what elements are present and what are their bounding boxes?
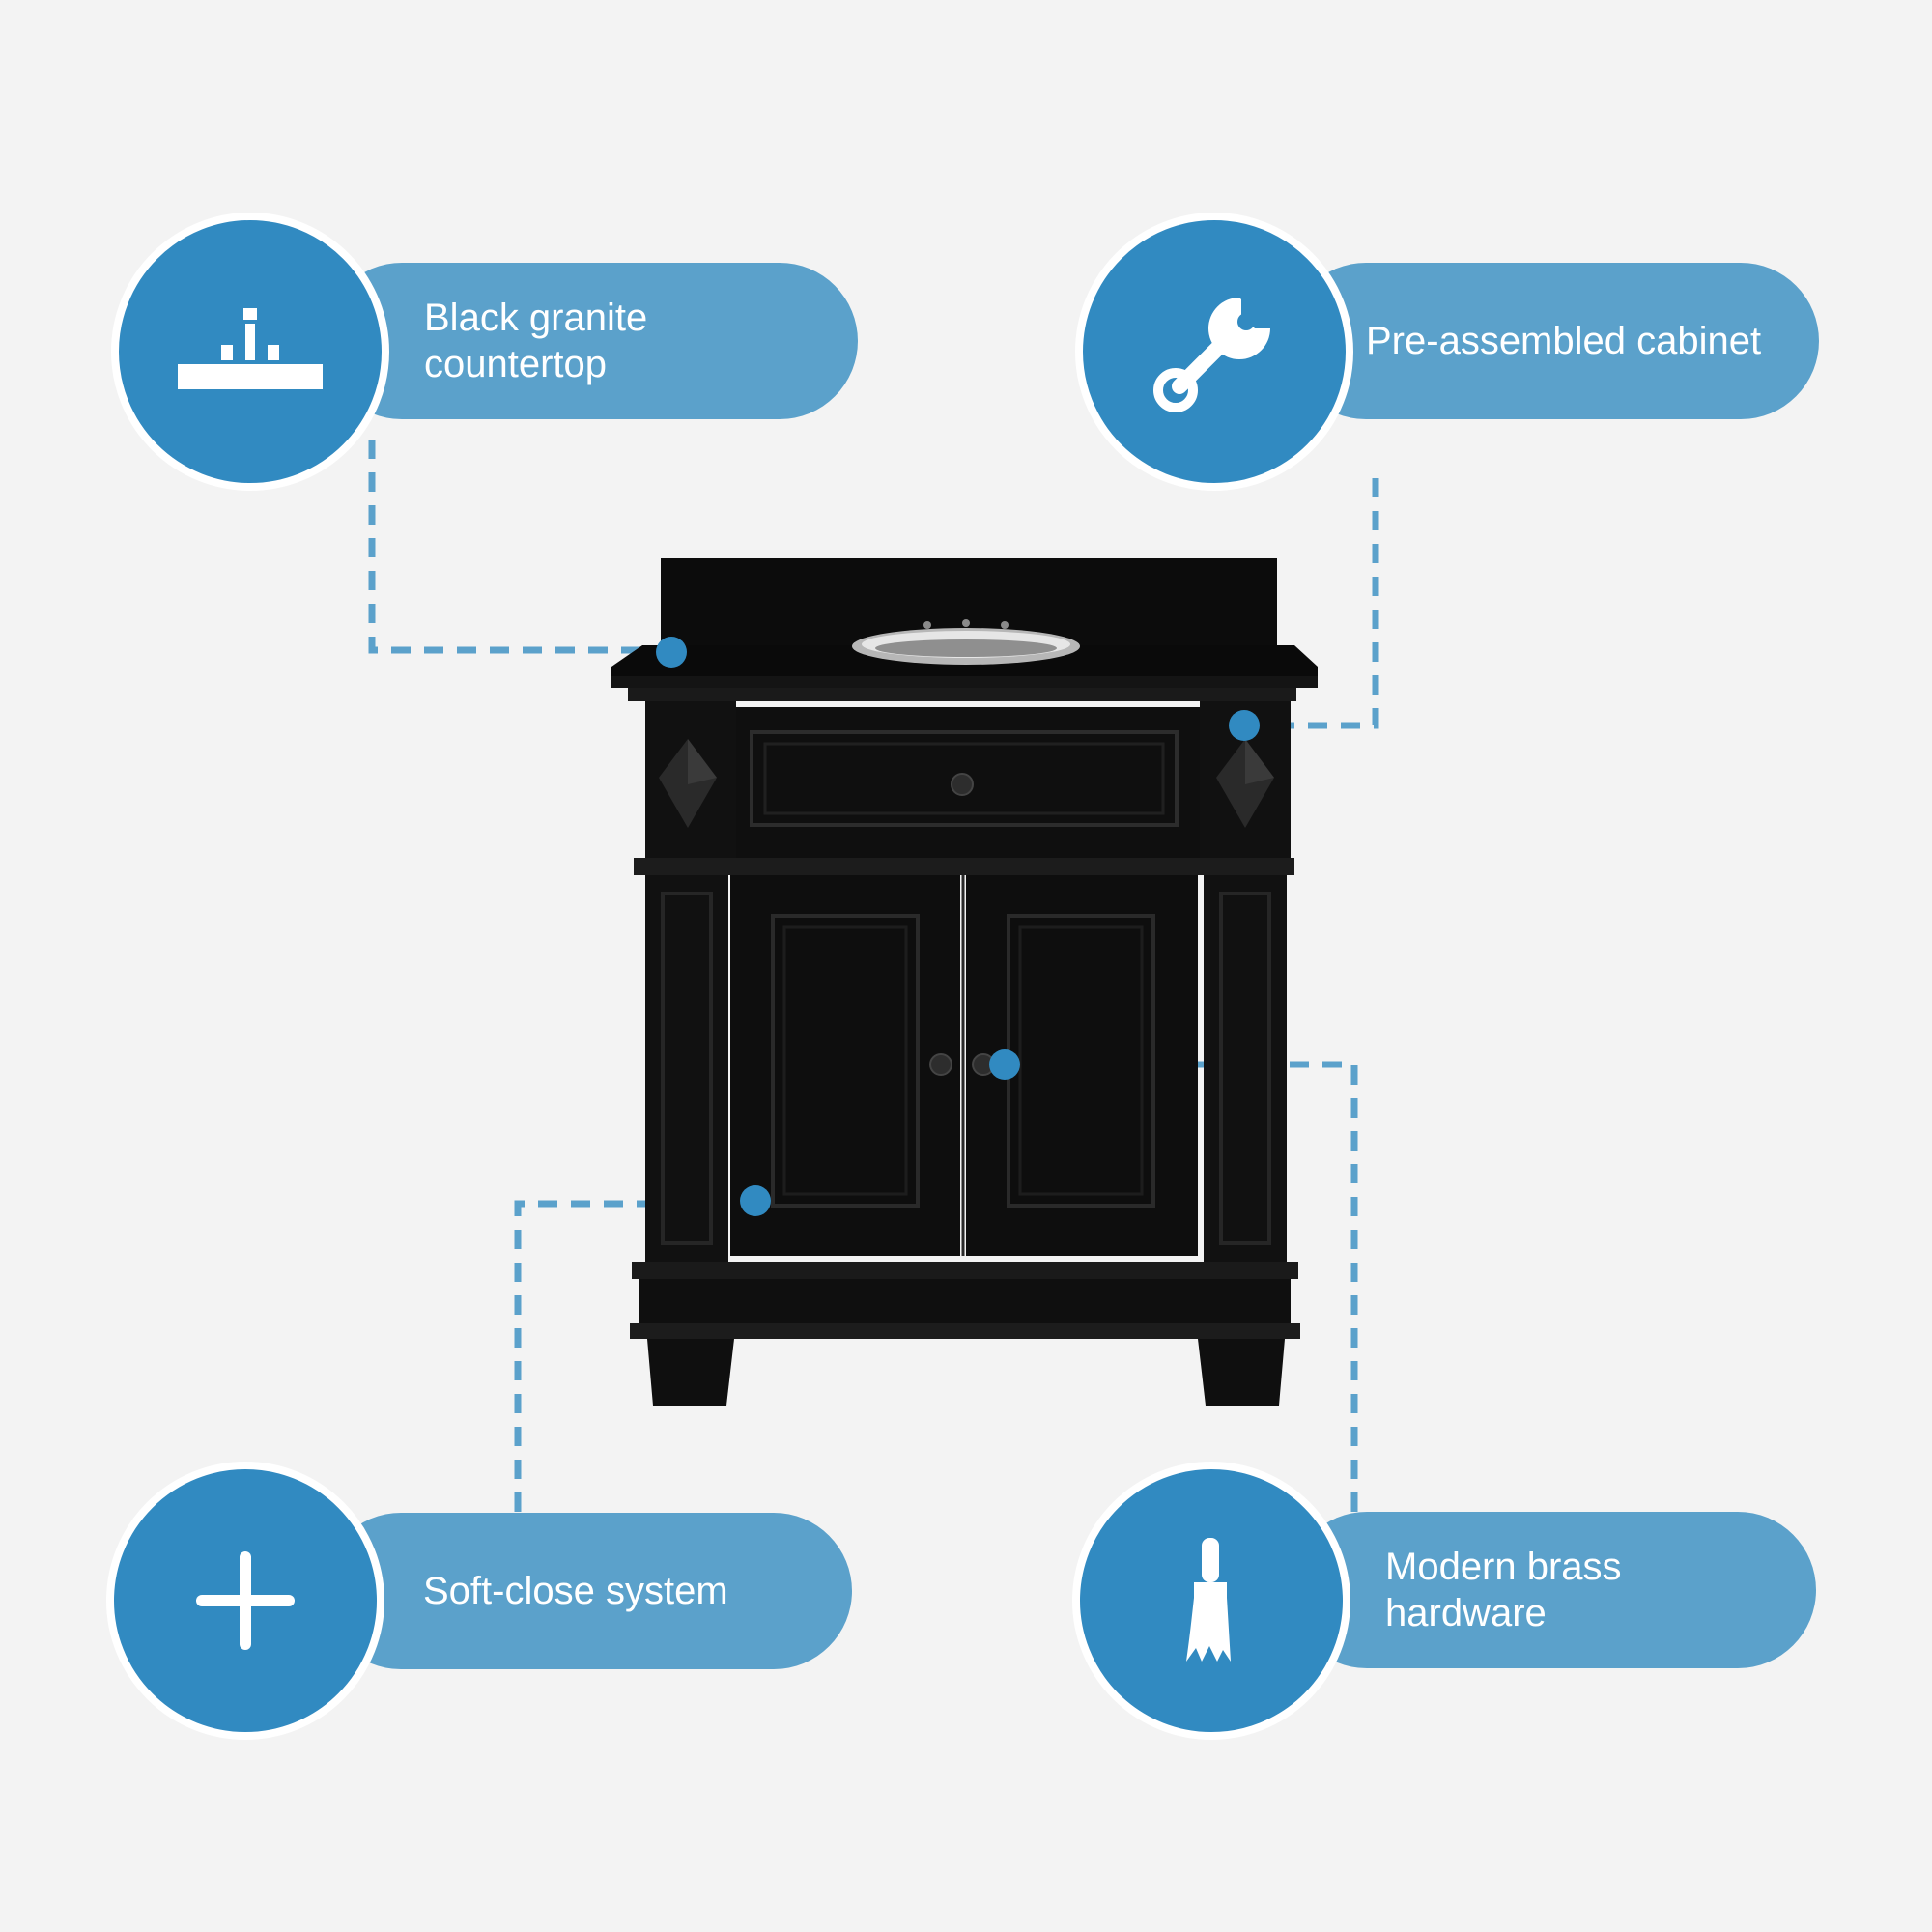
- plus-icon: [196, 1551, 295, 1650]
- feature-label-pill: Pre-assembled cabinet: [1288, 263, 1819, 419]
- paint-brush-icon: [1186, 1538, 1231, 1662]
- feature-label: Soft-close system: [423, 1570, 728, 1612]
- feature-label: Black granite countertop: [424, 297, 648, 385]
- feature-icon-circle: [111, 213, 389, 491]
- feature-icon-circle: [1075, 213, 1353, 491]
- feature-icon-circle: [106, 1462, 384, 1740]
- feature-icon-circle: [1072, 1462, 1350, 1740]
- feature-label-pill: Black granite countertop: [324, 263, 858, 419]
- vanity-cabinet-image: [611, 558, 1318, 1406]
- feature-label-pill: Modern brass hardware: [1289, 1512, 1816, 1668]
- feature-label: Modern brass hardware: [1385, 1546, 1622, 1634]
- wrench-icon: [1153, 298, 1270, 412]
- feature-label: Pre-assembled cabinet: [1366, 320, 1762, 362]
- sink-faucet-icon: [178, 308, 323, 389]
- feature-label-pill: Soft-close system: [323, 1513, 852, 1669]
